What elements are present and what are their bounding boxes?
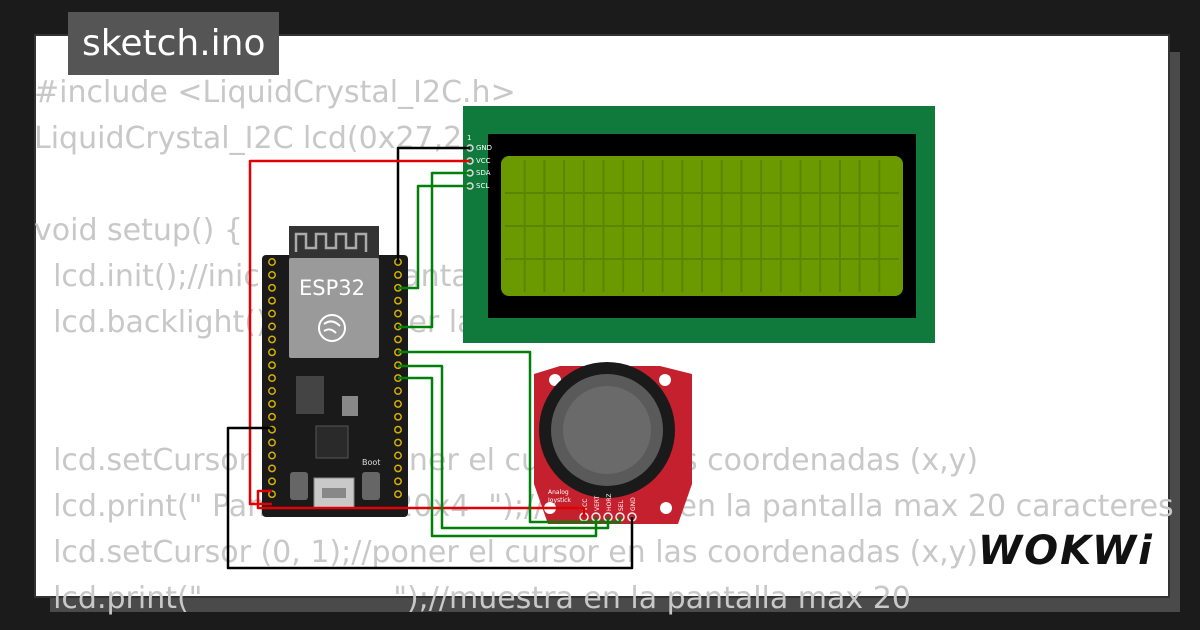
espressif-logo-mark [323, 320, 341, 334]
esp32-header-pin[interactable] [394, 464, 402, 473]
wire-joy-gnd[interactable] [226, 426, 634, 570]
esp32-header-pin[interactable] [394, 490, 402, 499]
esp32-header-pin[interactable] [268, 348, 276, 357]
regulator [296, 376, 324, 414]
wire-joy-horz[interactable] [398, 364, 610, 530]
esp32-left-pins [268, 258, 276, 499]
esp32-header-pin[interactable] [394, 412, 402, 421]
joystick-pin-label: SEL [618, 499, 625, 511]
esp32-header-pin[interactable] [394, 296, 402, 305]
usb-chip [315, 425, 349, 459]
esp32-header-pin[interactable] [268, 477, 276, 486]
wire-joy-vert[interactable] [398, 376, 598, 538]
joystick-cap-top [563, 386, 651, 474]
antenna-trace [294, 232, 368, 252]
wire-lcd-scl[interactable] [398, 184, 470, 290]
esp32-header-pin[interactable] [268, 412, 276, 421]
esp32-header-pin[interactable] [394, 387, 402, 395]
code-line: lcd.print(" ");//muestra en la pantalla … [34, 581, 911, 616]
wire-lcd-gnd[interactable] [396, 146, 470, 262]
esp32-header-pin[interactable] [394, 335, 402, 344]
esp32-header-pin[interactable] [268, 322, 276, 331]
wire-lcd-vcc[interactable] [248, 159, 470, 506]
esp32-header-pin[interactable] [394, 451, 402, 460]
esp32-header-pin[interactable] [268, 258, 276, 266]
esp32-header-pin[interactable] [268, 387, 276, 395]
espressif-logo-icon [318, 314, 346, 342]
mount-hole [660, 502, 672, 514]
esp32-header-pin[interactable] [268, 309, 276, 318]
lcd-pin-label: VCC [476, 157, 491, 165]
lcd-pin-header: GND VCC SDA SCL [466, 144, 492, 190]
esp32-header-pin[interactable] [394, 270, 402, 279]
esp32-header-pin[interactable] [394, 425, 402, 434]
esp32-header-pin[interactable] [394, 399, 402, 408]
lcd-pin1-label: 1 [467, 134, 471, 142]
joystick-pin-label: HORZ [606, 493, 613, 511]
joystick-module[interactable]: Analog Joystick VCC VERT HORZ SEL GND [534, 362, 692, 524]
esp32-header-pin[interactable] [268, 451, 276, 460]
code-line: #include <LiquidCrystal_I2C.h> [34, 75, 516, 110]
joystick-pin-label: VCC [582, 499, 589, 511]
boot-label: Boot [362, 458, 380, 467]
esp32-antenna [289, 226, 379, 260]
esp32-header-pin[interactable] [394, 438, 402, 447]
esp32-header-pin[interactable] [268, 374, 276, 383]
esp32-header-pin[interactable] [394, 477, 402, 486]
joystick-label: Analog [548, 489, 569, 496]
wire-joy-sel[interactable] [398, 350, 622, 524]
code-line: void setup() { [34, 213, 243, 248]
joystick-label: Joystick [547, 497, 571, 504]
lcd-pin-label: SDA [476, 169, 491, 177]
code-line: lcd.setCursor (0, 1);//poner el cursor e… [34, 535, 979, 570]
joystick-pin-label: VERT [594, 495, 601, 511]
usb-port-inner [322, 488, 346, 498]
esp32-header-pin[interactable] [268, 399, 276, 408]
joystick-pin-label: GND [630, 497, 637, 511]
esp32-header-pin[interactable] [268, 361, 276, 370]
esp32-header-pin[interactable] [394, 309, 402, 318]
lcd-pin-label: GND [476, 144, 492, 152]
esp32-header-pin[interactable] [268, 283, 276, 292]
wire-joy-vcc[interactable] [256, 489, 586, 517]
boot-button[interactable] [362, 472, 380, 500]
esp32-label: ESP32 [299, 276, 365, 300]
led-component [342, 396, 358, 416]
esp32-shield [289, 258, 379, 358]
lcd-char-grid [505, 160, 899, 292]
wire-lcd-sda[interactable] [398, 171, 470, 329]
esp32-header-pin[interactable] [268, 296, 276, 305]
lcd-module[interactable]: 1 GND VCC SDA SCL [463, 106, 935, 343]
esp32-header-pin[interactable] [268, 438, 276, 447]
esp32-header-pin[interactable] [268, 464, 276, 473]
mount-hole [659, 374, 671, 386]
filename-tab[interactable]: sketch.ino [68, 12, 280, 75]
esp32-board[interactable]: ESP32 Boot [262, 226, 408, 517]
lcd-pin-label: SCL [476, 182, 489, 190]
wires [226, 146, 634, 570]
en-button[interactable] [290, 472, 308, 500]
esp32-header-pin[interactable] [268, 335, 276, 344]
wokwi-logo: WOKWi [978, 528, 1154, 574]
esp32-header-pin[interactable] [268, 270, 276, 279]
